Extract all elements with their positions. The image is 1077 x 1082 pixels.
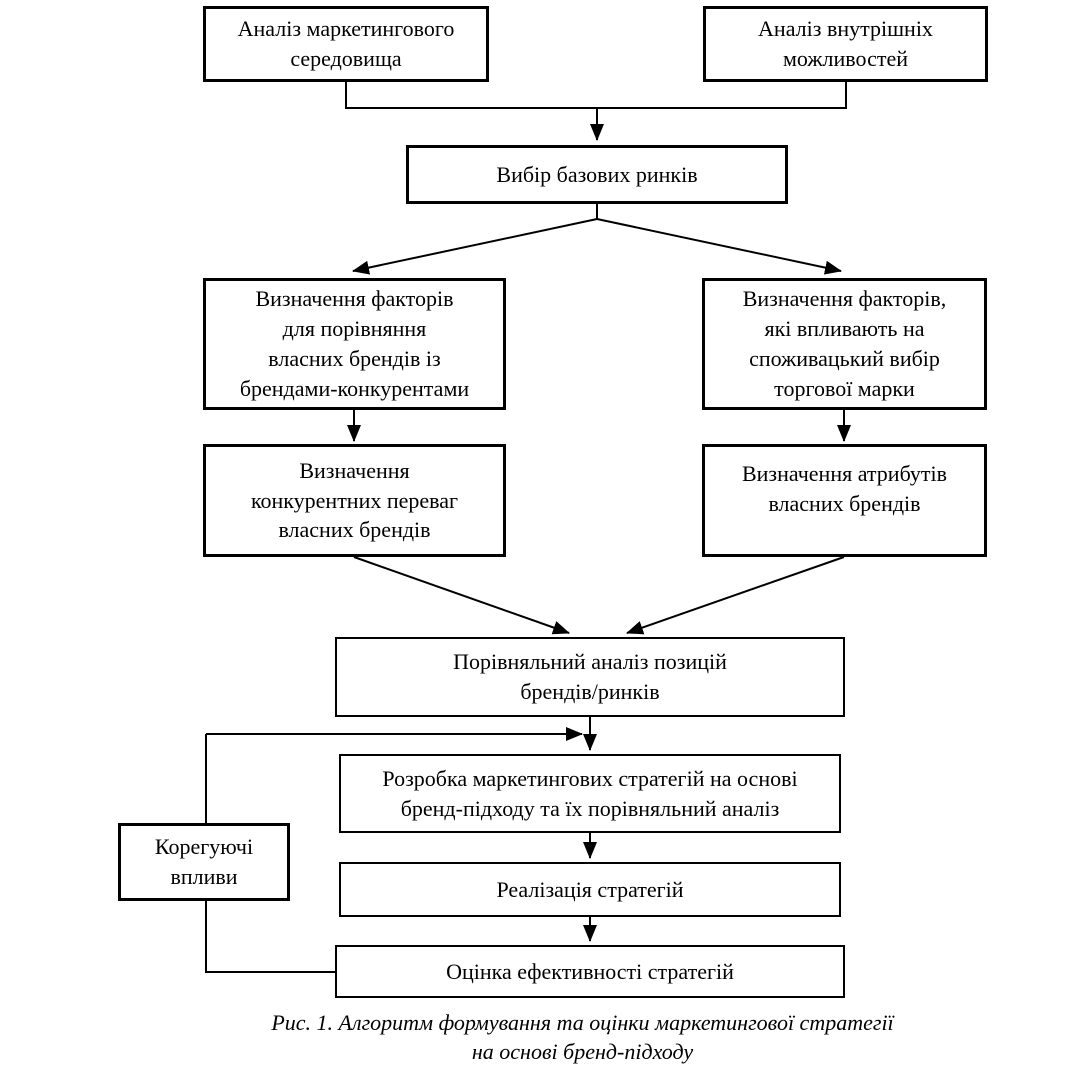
feedback-loop-line bbox=[205, 734, 337, 973]
node-factors-consumer: Визначення факторів, які впливають на сп… bbox=[702, 278, 987, 410]
arrow-to-factors-comparison bbox=[352, 218, 598, 275]
node-strategy-implementation: Реалізація стратегій bbox=[339, 862, 841, 917]
node-competitive-advantages: Визначення конкурентних переваг власних … bbox=[203, 444, 506, 557]
arrow-right-to-comparative-analysis bbox=[626, 556, 845, 635]
node-corrective-influences: Корегуючі впливи bbox=[118, 823, 290, 901]
node-factors-comparison: Визначення факторів для порівняння власн… bbox=[203, 278, 506, 410]
node-strategy-evaluation: Оцінка ефективності стратегій bbox=[335, 945, 845, 998]
node-analysis-internal: Аналіз внутрішніх можливостей bbox=[703, 6, 988, 82]
figure-caption: Рис. 1. Алгоритм формування та оцінки ма… bbox=[90, 1008, 1075, 1066]
arrow-left-to-comparative-analysis bbox=[353, 556, 570, 635]
node-comparative-analysis: Порівняльний аналіз позицій брендів/ринк… bbox=[335, 637, 845, 717]
caption-line-1: Рис. 1. Алгоритм формування та оцінки ма… bbox=[271, 1010, 894, 1035]
caption-line-2: на основі бренд-підходу bbox=[471, 1039, 694, 1065]
node-brand-attributes: Визначення атрибутів власних брендів bbox=[702, 444, 987, 557]
arrow-to-factors-consumer bbox=[596, 218, 842, 275]
node-strategy-development: Розробка маркетингових стратегій на осно… bbox=[339, 754, 841, 833]
node-base-markets: Вибір базових ринків bbox=[406, 145, 788, 204]
node-analysis-marketing: Аналіз маркетингового середовища bbox=[203, 6, 489, 82]
